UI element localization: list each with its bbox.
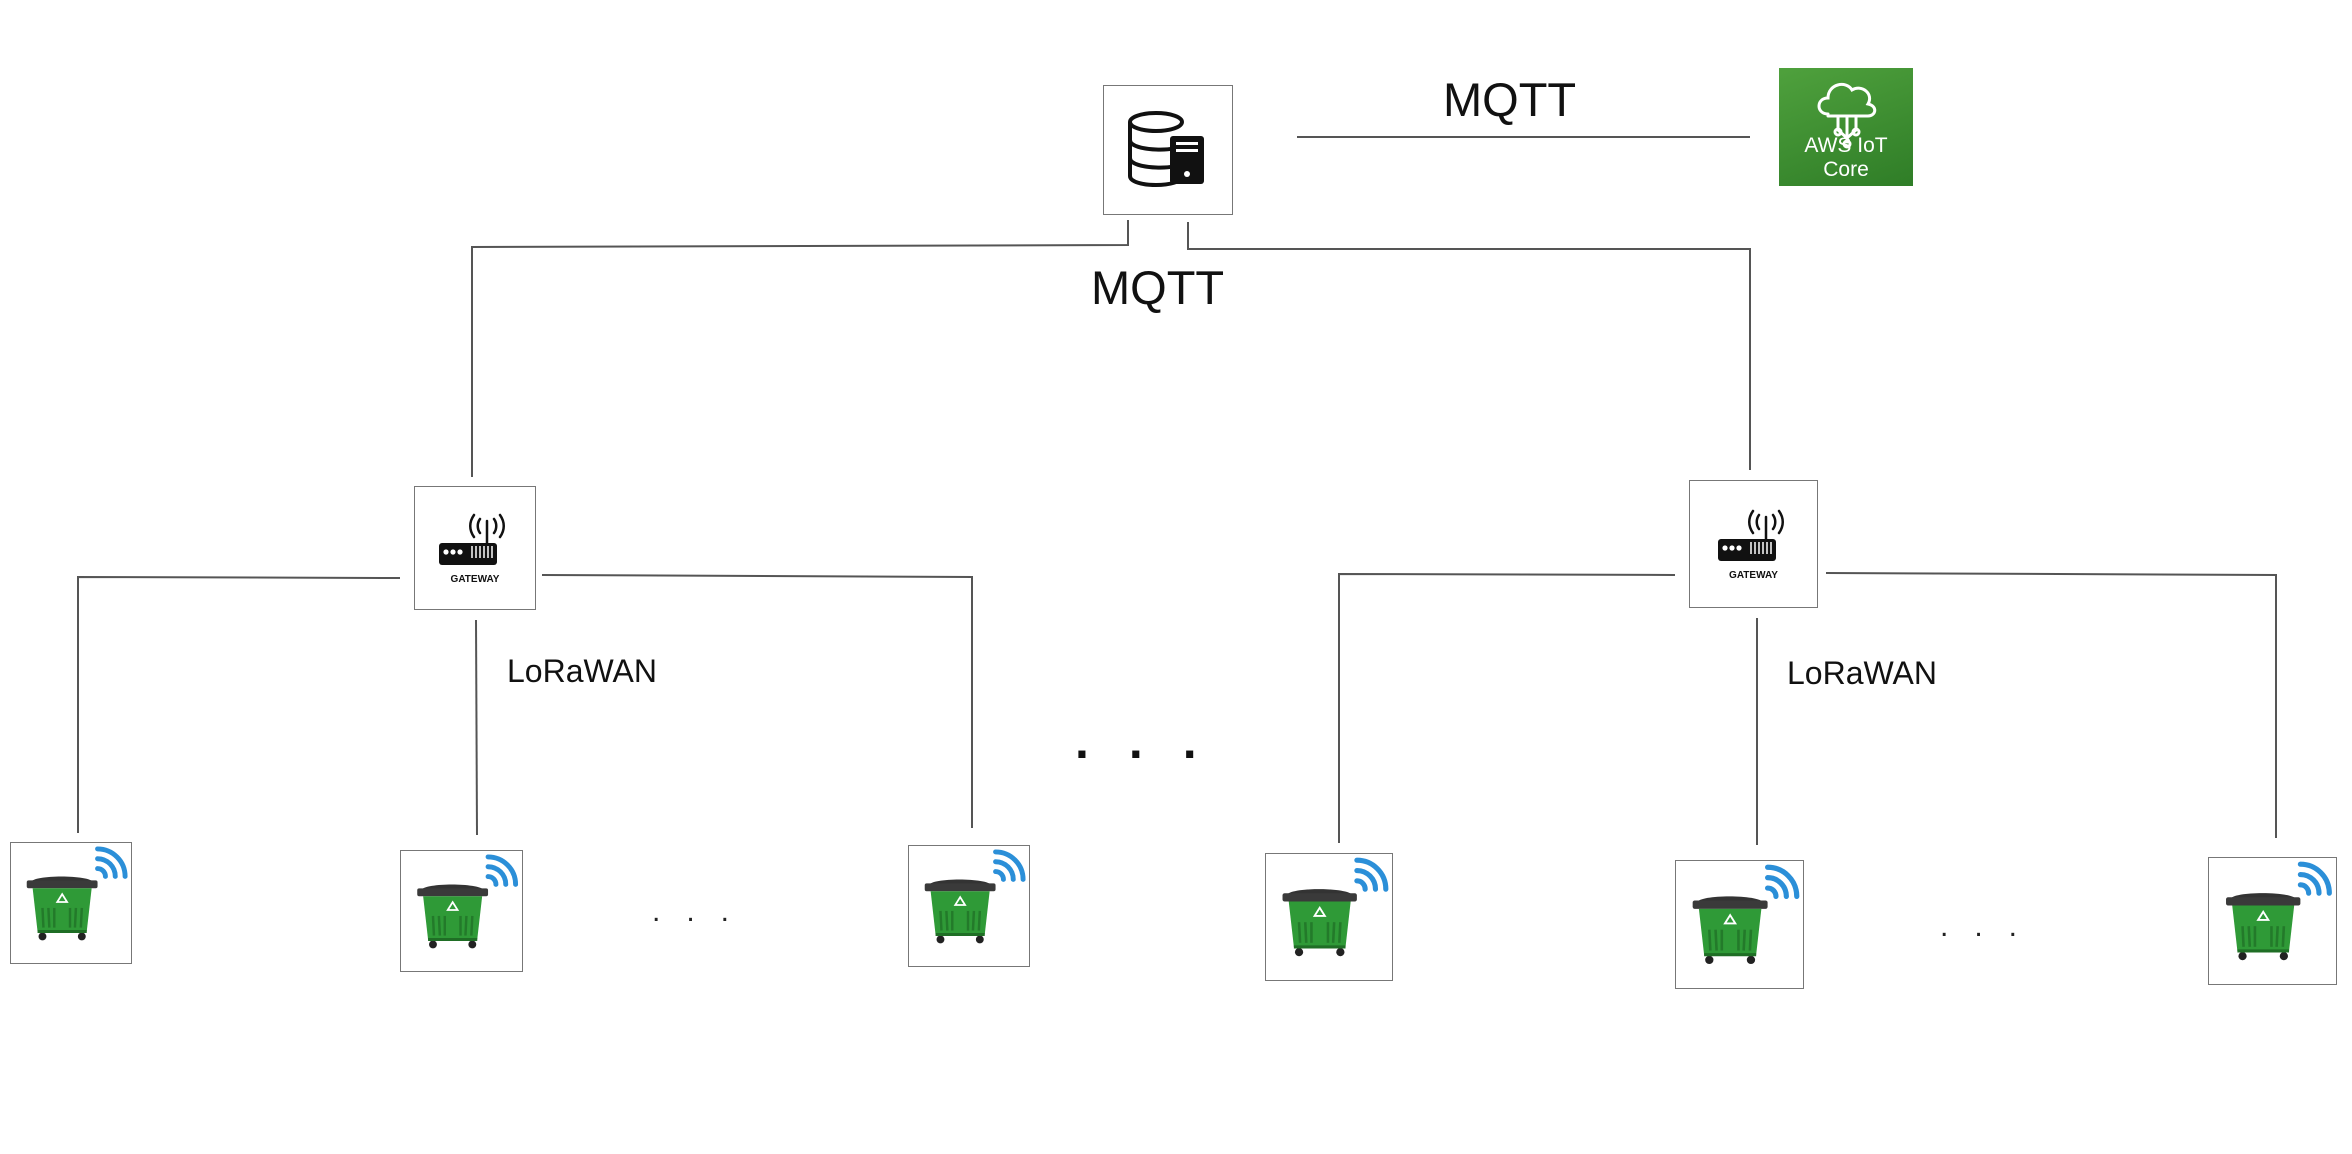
gateway-router-icon bbox=[439, 513, 505, 565]
left-gateway-bin1-link bbox=[77, 575, 401, 833]
more-bins-left-ellipsis: ... bbox=[652, 895, 756, 928]
gateway-left-caption: GATEWAY bbox=[450, 574, 500, 585]
smart-bin-node[interactable] bbox=[908, 845, 1030, 967]
gateway-left-node[interactable]: GATEWAY bbox=[414, 486, 536, 610]
gateway-router-icon bbox=[1718, 509, 1784, 561]
smart-waste-bin-icon bbox=[1282, 857, 1389, 957]
mqtt-gateway-label: MQTT bbox=[1091, 261, 1225, 314]
smart-bin-node[interactable] bbox=[2208, 857, 2337, 985]
aws-iot-core-label: AWS IoT Core bbox=[1804, 134, 1888, 181]
server-right-gateway-link bbox=[1187, 222, 1751, 470]
aws-iot-core-node[interactable]: AWS IoT Core bbox=[1779, 68, 1913, 186]
smart-waste-bin-icon bbox=[924, 849, 1026, 944]
right-gateway-bin4-link bbox=[1338, 572, 1676, 843]
server-node[interactable] bbox=[1103, 85, 1233, 215]
more-gateways-ellipsis: ... bbox=[1075, 713, 1237, 769]
left-gateway-bin3-link bbox=[541, 574, 973, 828]
smart-bin-node[interactable] bbox=[10, 842, 132, 964]
cloud-circuit-icon bbox=[1817, 82, 1877, 149]
gateway-right-caption: GATEWAY bbox=[1729, 570, 1778, 581]
smart-waste-bin-icon bbox=[26, 846, 128, 941]
smart-bin-node[interactable] bbox=[1265, 853, 1393, 981]
lorawan-right-label: LoRaWAN bbox=[1787, 655, 1937, 691]
lorawan-left-label: LoRaWAN bbox=[507, 653, 657, 689]
smart-waste-bin-icon bbox=[417, 854, 519, 949]
gateway-right-node[interactable]: GATEWAY bbox=[1689, 480, 1818, 608]
mqtt-cloud-label: MQTT bbox=[1443, 73, 1577, 126]
smart-bin-node[interactable] bbox=[400, 850, 523, 972]
smart-waste-bin-icon bbox=[2226, 861, 2332, 961]
smart-bin-node[interactable] bbox=[1675, 860, 1804, 989]
more-bins-right-ellipsis: ... bbox=[1940, 910, 2044, 943]
database-server-icon bbox=[1128, 111, 1204, 187]
smart-waste-bin-icon bbox=[1692, 864, 1800, 965]
right-gateway-bin6-link bbox=[1825, 572, 2277, 838]
left-gateway-bin2-link bbox=[475, 619, 478, 836]
server-left-gateway-link bbox=[471, 220, 1129, 477]
